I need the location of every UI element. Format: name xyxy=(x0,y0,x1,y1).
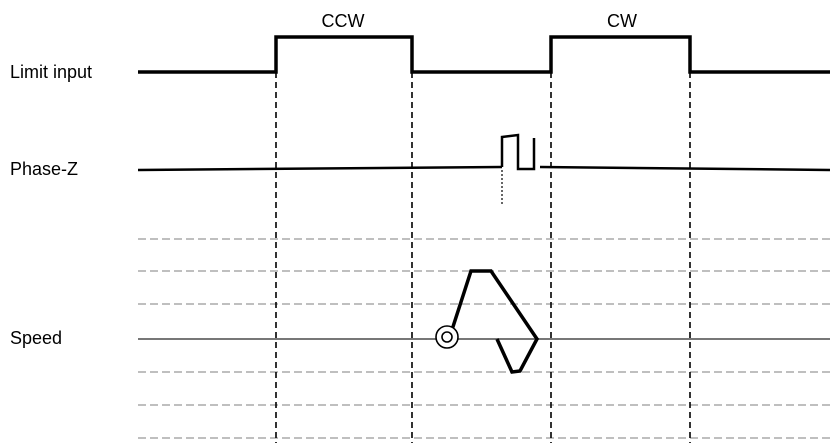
phase-z-pulse xyxy=(500,133,536,171)
limit-input-label: Limit input xyxy=(10,62,93,82)
speed-label: Speed xyxy=(10,328,63,348)
phase-z-label: Phase-Z xyxy=(10,159,79,179)
phase-z-baseline-right xyxy=(539,165,831,172)
start-point-marker-inner xyxy=(441,331,453,343)
ccw-label: CCW xyxy=(321,11,365,31)
limit-input-waveform xyxy=(138,35,830,74)
edge-markers xyxy=(275,72,691,443)
speed-profile xyxy=(448,269,540,374)
phase-z-baseline-left xyxy=(137,165,503,172)
cw-label: CW xyxy=(607,11,637,31)
speed-guide-lines xyxy=(138,238,830,439)
start-point-marker xyxy=(435,325,459,349)
